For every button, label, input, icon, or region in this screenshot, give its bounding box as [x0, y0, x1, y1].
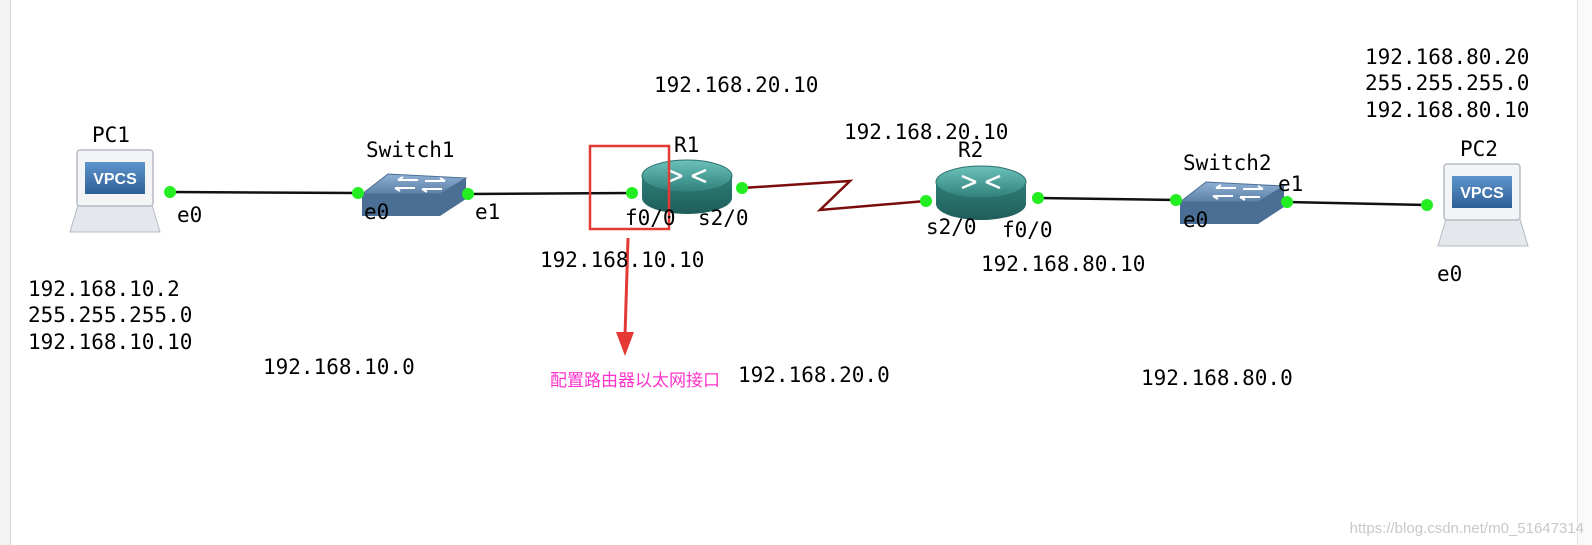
port-label-sw2-e1: e1 — [1278, 172, 1304, 196]
r1-name: R1 — [674, 133, 700, 157]
port-dot-pc1-e0 — [164, 186, 176, 198]
r2-f0-address: 192.168.80.10 — [981, 252, 1146, 276]
pc2-badge: VPCS — [1460, 185, 1504, 202]
highlight-box — [588, 144, 671, 231]
port-label-r2-f0: f0/0 — [1002, 218, 1053, 242]
port-label-pc2-e0: e0 — [1437, 262, 1463, 286]
port-dot-pc2-e0 — [1421, 199, 1433, 211]
annotation-text: 配置路由器以太网接口 — [550, 371, 720, 391]
port-dot-sw2-e1 — [1281, 196, 1293, 208]
pc2-gateway: 192.168.80.10 — [1365, 97, 1530, 122]
pc1-mask: 255.255.255.0 — [28, 303, 193, 328]
port-dot-r1-f0 — [626, 187, 638, 199]
pc1-name: PC1 — [92, 123, 130, 147]
port-label-sw1-e0: e0 — [364, 200, 390, 224]
switch2-name: Switch2 — [1183, 151, 1272, 175]
serial-link-r1-r2 — [741, 179, 927, 212]
pc2-ip: 192.168.80.20 — [1365, 45, 1530, 69]
pc1-gateway: 192.168.10.10 — [28, 329, 193, 354]
port-label-r1-f0: f0/0 — [625, 206, 676, 230]
r1-f0-address: 192.168.10.10 — [540, 248, 705, 272]
r2-name: R2 — [958, 138, 984, 162]
port-dot-sw1-e0 — [352, 187, 364, 199]
port-dot-sw1-e1 — [462, 188, 474, 200]
link-switch2-pc2 — [1286, 200, 1428, 207]
switch1-icon[interactable] — [360, 173, 468, 216]
pc1-badge: VPCS — [93, 171, 137, 188]
port-label-r2-s2: s2/0 — [926, 215, 977, 239]
port-dot-r2-f0 — [1032, 192, 1044, 204]
switch1-name: Switch1 — [366, 138, 455, 162]
pc2-name: PC2 — [1460, 137, 1498, 161]
port-label-sw1-e1: e1 — [475, 200, 501, 224]
router-r1-icon[interactable] — [641, 159, 733, 214]
pc1-ip: 192.168.10.2 — [28, 277, 180, 301]
port-label-sw2-e0: e0 — [1183, 208, 1209, 232]
port-label-pc1-e0: e0 — [177, 203, 203, 227]
link-r2-switch2 — [1037, 196, 1177, 202]
r2-s2-address: 192.168.20.10 — [844, 120, 1009, 144]
annotation-arrow-head — [616, 332, 634, 356]
left-window-edge — [0, 0, 11, 545]
right-window-edge — [1577, 0, 1592, 545]
port-status-dots — [164, 182, 1433, 211]
pc2-address-block: 192.168.80.20 255.255.255.0 192.168.80.1… — [1365, 44, 1529, 123]
port-dot-sw2-e0 — [1170, 194, 1182, 206]
switch2-icon[interactable] — [1178, 181, 1286, 224]
network-label-80: 192.168.80.0 — [1141, 366, 1293, 390]
port-dot-r2-s2 — [920, 195, 932, 207]
pc2-mask: 255.255.255.0 — [1365, 71, 1530, 96]
port-dot-r1-s2 — [736, 182, 748, 194]
network-label-20: 192.168.20.0 — [738, 363, 890, 387]
link-switch1-r1 — [467, 191, 633, 196]
router-r2-icon[interactable] — [935, 165, 1027, 220]
network-label-10: 192.168.10.0 — [263, 355, 415, 379]
watermark: https://blog.csdn.net/m0_51647314 — [1349, 520, 1584, 537]
r1-s2-address: 192.168.20.10 — [654, 73, 819, 97]
pc1-address-block: 192.168.10.2 255.255.255.0 192.168.10.10 — [28, 276, 192, 355]
port-label-r1-s2: s2/0 — [698, 206, 749, 230]
link-pc1-switch1 — [169, 190, 359, 195]
annotation-arrow-shaft — [623, 237, 630, 337]
pc2-icon[interactable]: VPCS — [1437, 163, 1529, 247]
pc1-icon[interactable]: VPCS — [69, 149, 161, 233]
